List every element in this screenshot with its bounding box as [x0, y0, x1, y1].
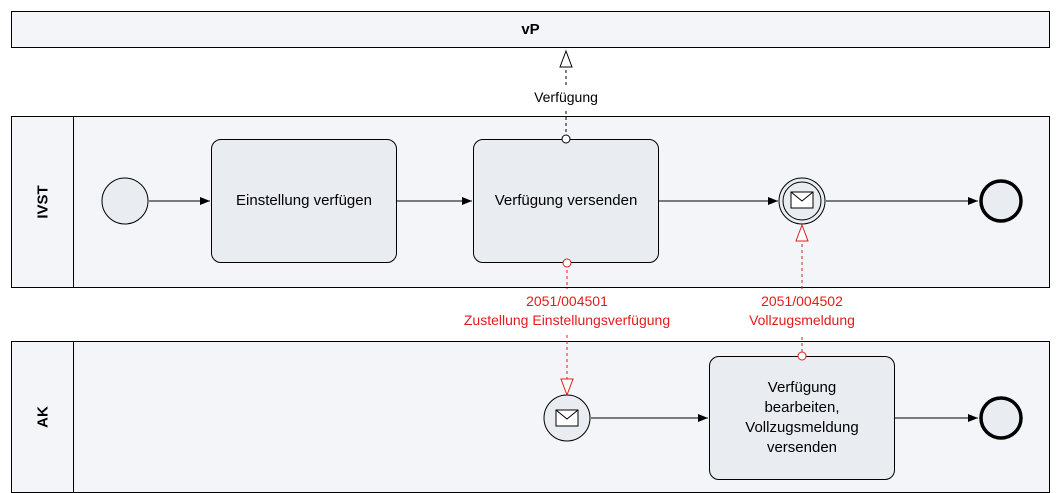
task-bearbeiten-line-4: versenden	[766, 439, 838, 456]
task-verfuegung-bearbeiten[interactable]: Verfügung bearbeiten, Vollzugsmeldung ve…	[709, 356, 895, 480]
end-event-ivst[interactable]	[979, 179, 1023, 223]
message-label-vollzug: 2051/004502 Vollzugsmeldung	[732, 292, 872, 330]
task-bearbeiten-line-3: Vollzugsmeldung	[745, 419, 859, 436]
pool-ak-header: AK	[12, 342, 74, 492]
vollzug-code: 2051/004502	[761, 293, 843, 309]
pool-vp-title: vP	[521, 21, 540, 38]
task-versenden-label: Verfügung versenden	[494, 192, 638, 209]
start-event-ivst[interactable]	[101, 177, 149, 225]
message-label-zustellung: 2051/004501 Zustellung Einstellungsverfü…	[437, 292, 697, 330]
pool-vp[interactable]: vP	[11, 11, 1050, 48]
envelope-icon	[790, 191, 814, 209]
message-flow-vollzugsmeldung[interactable]	[795, 223, 809, 361]
message-flow-verfuegung[interactable]	[559, 49, 573, 144]
zustellung-name: Zustellung Einstellungsverfügung	[463, 312, 671, 328]
task-einstellung-verfuegen[interactable]: Einstellung verfügen	[211, 139, 397, 263]
message-label-verfuegung: Verfügung	[534, 89, 598, 105]
intermediate-message-catch-event[interactable]	[778, 177, 826, 225]
task-bearbeiten-line-1: Verfügung	[767, 379, 837, 396]
end-event-ak[interactable]	[979, 396, 1023, 440]
vollzug-name: Vollzugsmeldung	[749, 312, 855, 328]
message-flow-zustellung[interactable]	[560, 258, 574, 397]
pool-ivst-header: IVST	[12, 117, 74, 287]
task-bearbeiten-line-2: bearbeiten,	[764, 399, 840, 416]
message-start-event-ak[interactable]	[543, 394, 591, 442]
zustellung-code: 2051/004501	[526, 293, 608, 309]
envelope-icon	[555, 409, 579, 427]
task-einstellung-label: Einstellung verfügen	[236, 192, 372, 209]
